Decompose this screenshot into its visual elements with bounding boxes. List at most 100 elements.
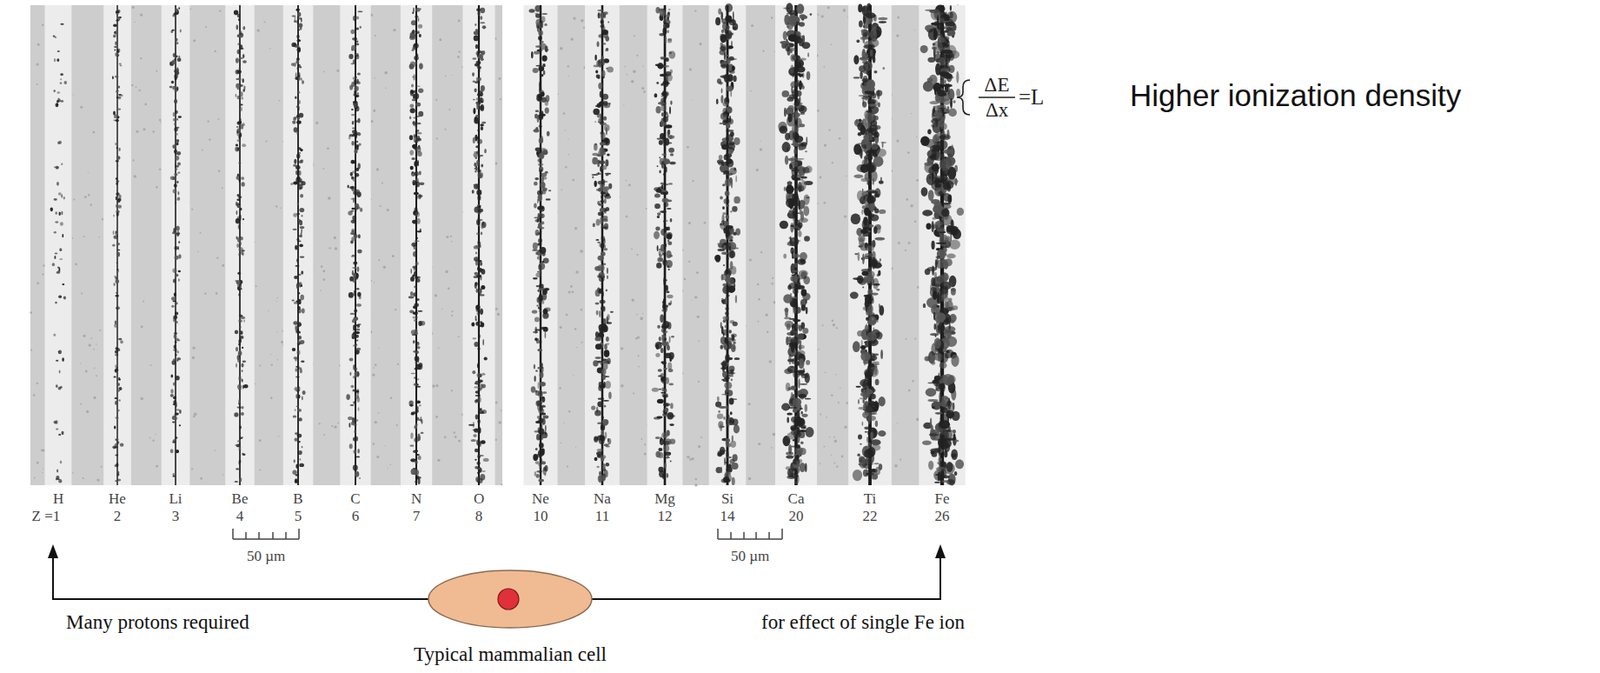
- delta-ray: [352, 191, 357, 195]
- delta-ray: [173, 150, 176, 153]
- emulsion-grain: [394, 308, 397, 311]
- emulsion-grain: [96, 478, 100, 482]
- emulsion-grain: [557, 93, 559, 96]
- delta-ray: [351, 113, 357, 116]
- emulsion-grain: [371, 373, 375, 377]
- delta-ray: [296, 130, 299, 135]
- delta-ray: [57, 91, 61, 94]
- delta-ray: [421, 418, 424, 425]
- delta-ray: [300, 18, 303, 23]
- delta-ray: [301, 307, 306, 313]
- delta-ray: [297, 203, 299, 206]
- emulsion-grain: [916, 136, 917, 138]
- emulsion-grain: [771, 277, 774, 279]
- delta-ray: [238, 67, 240, 70]
- emulsion-grain: [30, 349, 33, 352]
- emulsion-grain: [101, 218, 104, 220]
- delta-ray: [237, 139, 241, 142]
- delta-ray: [55, 165, 60, 170]
- emulsion-grain: [132, 6, 135, 9]
- emulsion-grain: [625, 215, 629, 219]
- emulsion-grain: [748, 477, 751, 480]
- delta-ray: [116, 155, 121, 160]
- delta-ray: [116, 305, 120, 310]
- delta-ray: [412, 312, 418, 315]
- emulsion-grain: [625, 179, 628, 182]
- delta-ray: [56, 99, 60, 103]
- delta-ray: [418, 455, 422, 460]
- emulsion-grain: [82, 334, 86, 338]
- delta-ray: [479, 320, 483, 324]
- delta-ray: [357, 396, 360, 402]
- delta-ray: [238, 253, 240, 256]
- delta-ray: [297, 433, 303, 439]
- delta-ray: [56, 469, 59, 473]
- delta-ray: [53, 89, 56, 93]
- emulsion-grain: [689, 67, 692, 71]
- delta-ray: [347, 211, 352, 216]
- emulsion-grain: [819, 176, 823, 180]
- delta-ray: [243, 384, 248, 388]
- emulsion-grain: [451, 314, 453, 317]
- delta-ray: [238, 342, 241, 346]
- emulsion-grain: [218, 118, 220, 120]
- delta-ray: [477, 312, 479, 315]
- delta-ray: [413, 376, 417, 379]
- emulsion-grain: [36, 83, 39, 86]
- delta-ray: [119, 147, 121, 152]
- emulsion-grain: [620, 346, 624, 350]
- delta-ray: [414, 355, 420, 362]
- delta-ray: [292, 119, 296, 124]
- delta-ray: [297, 91, 300, 94]
- emulsion-grain: [337, 422, 339, 425]
- delta-ray: [356, 191, 361, 198]
- delta-ray: [114, 397, 119, 399]
- emulsion-grain: [386, 208, 390, 212]
- delta-ray: [117, 115, 120, 119]
- emulsion-grain: [916, 179, 919, 182]
- delta-ray: [294, 437, 299, 441]
- delta-ray: [353, 119, 359, 123]
- delta-ray: [240, 181, 245, 186]
- delta-ray: [413, 318, 418, 321]
- delta-ray: [411, 121, 415, 125]
- delta-ray: [178, 278, 180, 281]
- emulsion-grain: [816, 109, 820, 113]
- emulsion-grain: [458, 335, 460, 338]
- emulsion-grain: [643, 452, 647, 456]
- emulsion-grain: [278, 435, 279, 437]
- emulsion-grain: [204, 292, 206, 294]
- delta-ray: [175, 320, 179, 324]
- emulsion-grain: [703, 221, 707, 225]
- emulsion-grain: [222, 473, 224, 475]
- emulsion-grain: [906, 198, 910, 201]
- emulsion-grain: [750, 90, 752, 93]
- delta-ray: [411, 76, 415, 79]
- delta-ray: [298, 74, 301, 77]
- emulsion-grain: [29, 311, 33, 314]
- emulsion-grain: [83, 235, 86, 238]
- emulsion-grain: [457, 55, 460, 59]
- delta-ray: [417, 378, 420, 380]
- delta-ray: [471, 57, 477, 60]
- delta-ray: [482, 221, 485, 226]
- delta-ray: [298, 152, 302, 154]
- delta-ray: [53, 420, 58, 425]
- delta-ray: [240, 251, 244, 255]
- emulsion-grain: [572, 374, 574, 376]
- delta-ray: [235, 58, 240, 64]
- emulsion-grain: [817, 13, 820, 16]
- delta-ray: [416, 132, 422, 134]
- delta-ray: [112, 444, 116, 449]
- delta-ray: [353, 324, 359, 326]
- delta-ray: [418, 24, 423, 29]
- emulsion-grain: [152, 438, 154, 441]
- emulsion-grain: [36, 281, 40, 285]
- delta-ray: [298, 450, 303, 455]
- delta-ray: [234, 480, 240, 483]
- emulsion-grain: [825, 416, 828, 419]
- emulsion-grain: [390, 463, 392, 465]
- delta-ray: [239, 246, 244, 252]
- delta-ray: [416, 135, 420, 141]
- delta-ray: [475, 390, 480, 394]
